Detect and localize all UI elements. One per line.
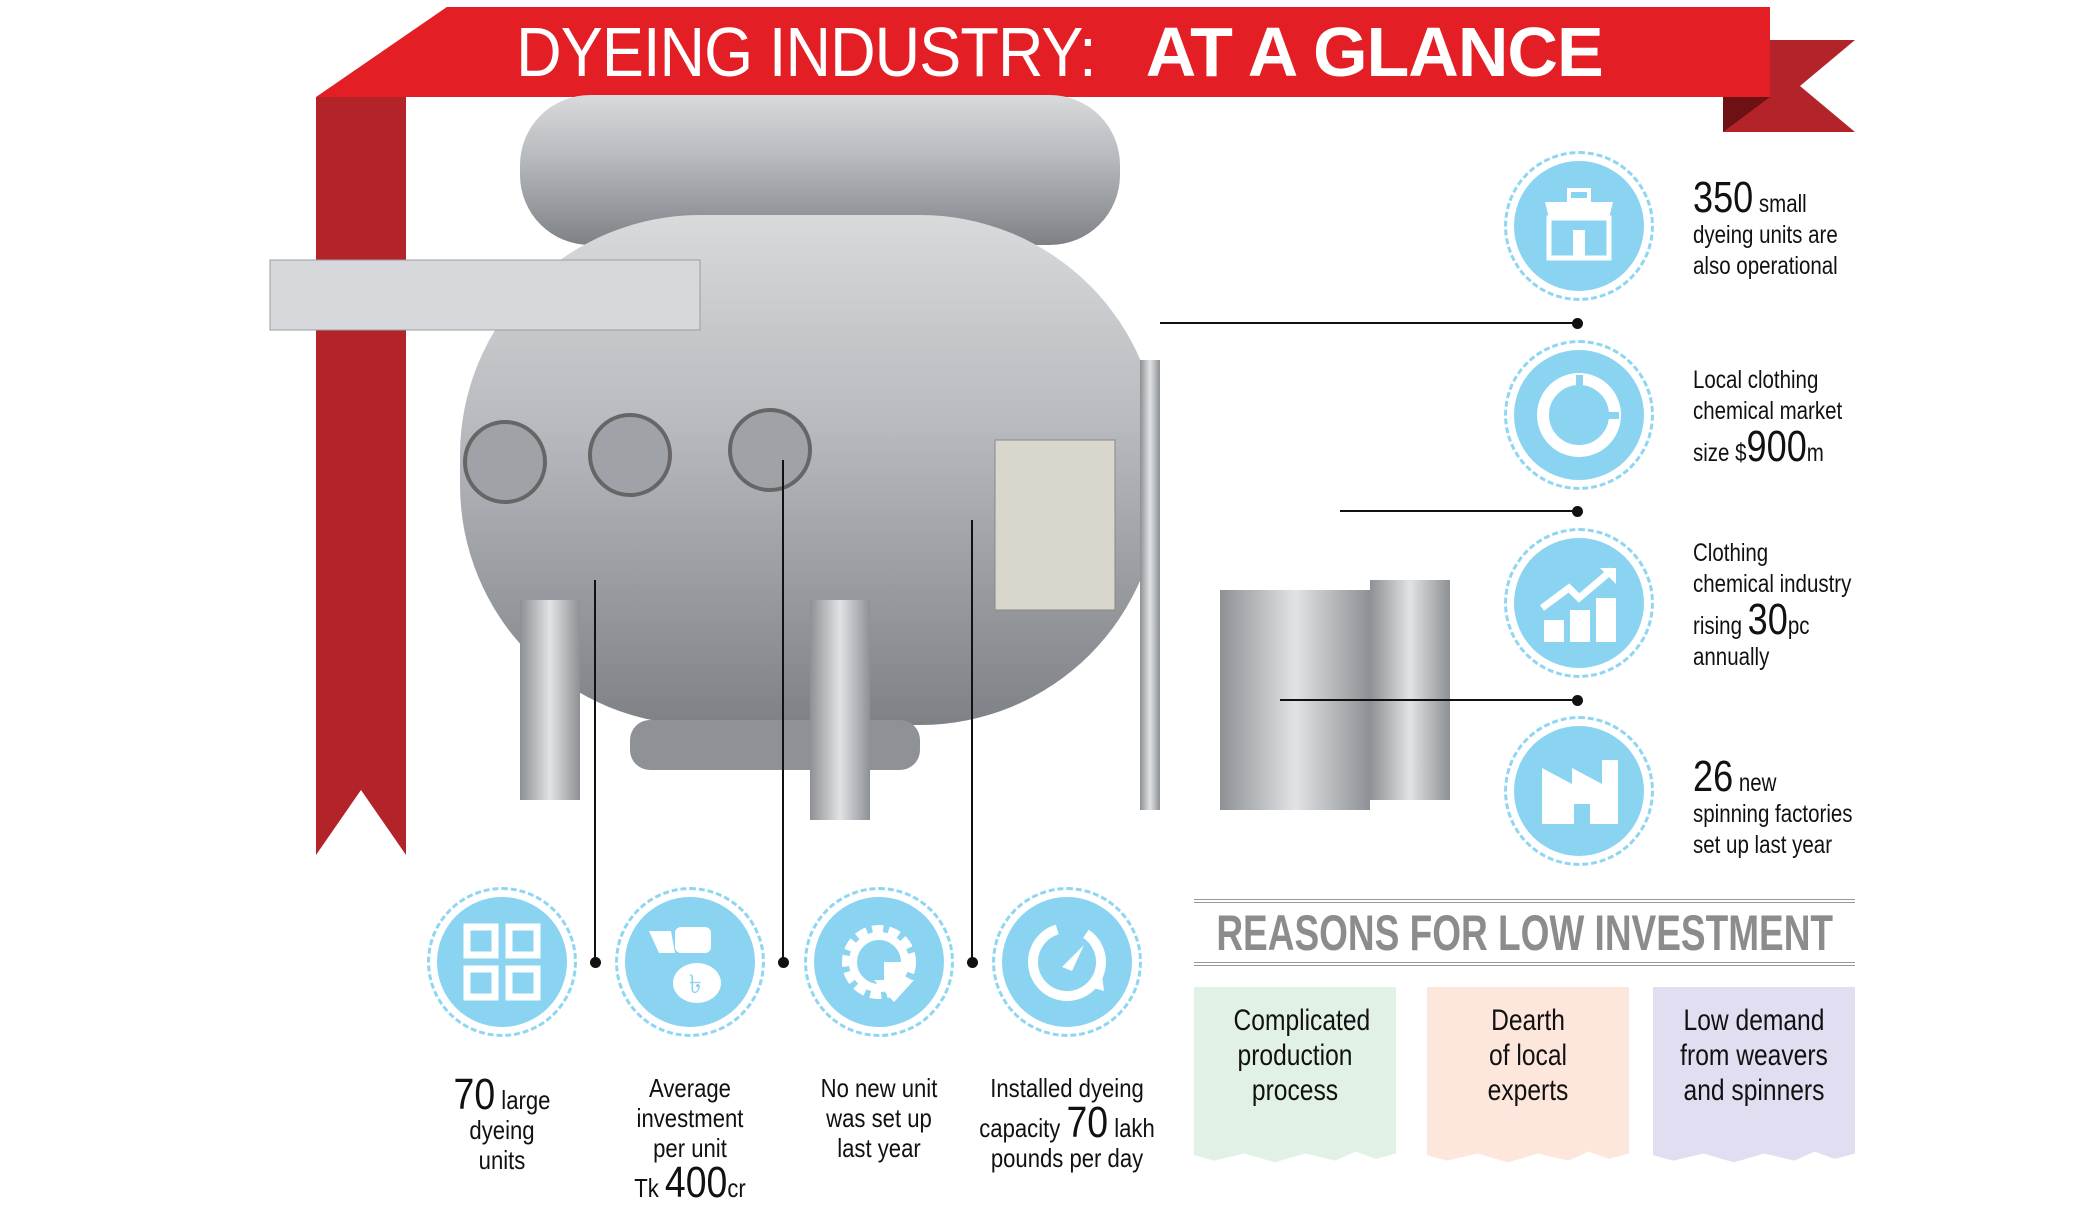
text: spinning factories — [1693, 800, 1853, 828]
text: also operational — [1693, 252, 1838, 280]
title-banner — [316, 7, 1770, 97]
title-light: DYEING INDUSTRY: — [516, 13, 1113, 91]
factory-icon — [1504, 716, 1654, 866]
stat-chemical-market: Local clothing chemical market size $900m — [1693, 365, 1906, 469]
text: Dearth of local experts — [1487, 1004, 1569, 1107]
text: annually — [1693, 643, 1770, 671]
text: last year — [837, 1133, 921, 1163]
text: 400 — [664, 1158, 728, 1207]
text: 70 — [1066, 1098, 1109, 1147]
reason-card: Dearth of local experts — [1427, 987, 1629, 1163]
text: lakh — [1108, 1113, 1155, 1143]
text: dyeing — [469, 1115, 535, 1145]
text: m — [1806, 439, 1824, 467]
text: chemical industry — [1693, 570, 1852, 598]
connector-line — [594, 580, 596, 962]
connector-dot — [590, 957, 601, 968]
shop-icon — [1504, 151, 1654, 301]
text: Local clothing — [1693, 366, 1819, 394]
connector-dot — [1572, 695, 1583, 706]
dyeing-machine-illustration — [269, 95, 1450, 820]
text: No new unit — [820, 1073, 938, 1103]
page-title: DYEING INDUSTRY: AT A GLANCE — [316, 7, 1770, 97]
text: rising — [1693, 612, 1748, 640]
connector-dot — [967, 957, 978, 968]
svg-text:৳: ৳ — [689, 970, 702, 1000]
stat-spinning-factories: 26 new spinning factories set up last year — [1693, 755, 1906, 861]
stat-small-units: 350 small dyeing units are also operationa… — [1693, 176, 1906, 282]
text: 70 — [453, 1070, 496, 1119]
text: size $ — [1693, 439, 1747, 467]
connector-dot — [778, 957, 789, 968]
text: Clothing — [1693, 539, 1769, 567]
text: dyeing units are — [1693, 221, 1838, 249]
connector-line — [782, 460, 784, 962]
growth-chart-icon — [1504, 528, 1654, 678]
connector-dot — [1572, 318, 1583, 329]
text: 350 — [1693, 173, 1754, 222]
text: Low demand from weavers and spinners — [1680, 1004, 1828, 1107]
connector-line — [1340, 510, 1580, 512]
text: chemical market — [1693, 397, 1843, 425]
text: 26 — [1693, 752, 1734, 801]
text: new — [1733, 769, 1777, 797]
connector-dot — [1572, 506, 1583, 517]
text: per unit — [653, 1133, 727, 1163]
text: set up last year — [1693, 831, 1833, 859]
text: REASONS FOR LOW INVESTMENT — [1216, 904, 1833, 961]
text: 30 — [1747, 595, 1788, 644]
reason-card: Complicated production process — [1194, 987, 1396, 1163]
text: Installed dyeing — [990, 1073, 1144, 1103]
text: small — [1753, 190, 1807, 218]
text: Complicated production process — [1233, 1004, 1371, 1107]
text: pounds per day — [990, 1143, 1144, 1173]
connector-line — [971, 520, 973, 962]
text: Average investment — [636, 1073, 744, 1133]
network-icon — [427, 887, 577, 1037]
text: was set up — [826, 1103, 932, 1133]
text: 900 — [1746, 422, 1807, 471]
gauge-icon — [992, 887, 1142, 1037]
text: large — [495, 1085, 551, 1115]
text: capacity — [979, 1113, 1067, 1143]
reasons-heading: REASONS FOR LOW INVESTMENT — [1194, 899, 1855, 966]
text: pc — [1787, 612, 1810, 640]
reason-card: Low demand from weavers and spinners — [1653, 987, 1855, 1163]
text: units — [478, 1145, 526, 1175]
title-bold: AT A GLANCE — [1145, 13, 1604, 91]
connector-line — [1280, 699, 1580, 701]
money-bag-icon: ৳ — [615, 887, 765, 1037]
connector-line — [1160, 322, 1580, 324]
gear-down-icon — [804, 887, 954, 1037]
pie-chart-icon — [1504, 340, 1654, 490]
